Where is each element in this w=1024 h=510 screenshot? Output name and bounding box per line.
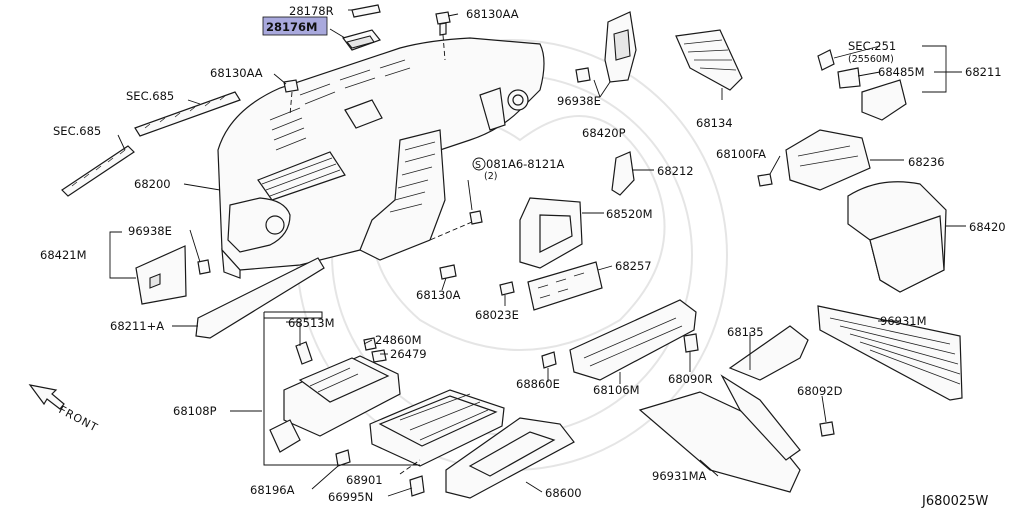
label-96931MA[interactable]: 96931MA: [652, 469, 707, 483]
label-68236[interactable]: 68236: [908, 155, 945, 169]
label-68513M[interactable]: 68513M: [288, 316, 335, 330]
clip-68860E[interactable]: [541, 351, 557, 369]
label-081A6-prefix[interactable]: S: [475, 160, 481, 171]
label-68421M[interactable]: 68421M: [40, 248, 87, 262]
label-96938E-left[interactable]: 96938E: [128, 224, 172, 238]
panel-96931M[interactable]: [817, 305, 963, 401]
label-68100FA[interactable]: 68100FA: [716, 147, 766, 161]
instrument-panel-68200[interactable]: [217, 37, 545, 279]
switch-24860M[interactable]: [363, 337, 377, 351]
label-68420P[interactable]: 68420P: [582, 126, 626, 140]
cover-68211[interactable]: [861, 79, 907, 121]
switch-panel-68257[interactable]: [527, 261, 603, 311]
group-box-68108P: [263, 311, 420, 466]
leader-lines: [109, 9, 966, 497]
glove-box-lid-68600[interactable]: [445, 417, 575, 499]
label-68108P[interactable]: 68108P: [173, 404, 217, 418]
label-96931M[interactable]: 96931M: [880, 314, 927, 328]
label-68485M[interactable]: 68485M: [878, 65, 925, 79]
reinforcement-68106M[interactable]: [569, 299, 697, 381]
label-68134[interactable]: 68134: [696, 116, 733, 130]
label-96938E-top[interactable]: 96938E: [557, 94, 601, 108]
cover-28176M[interactable]: [341, 4, 381, 51]
label-68092D[interactable]: 68092D: [797, 384, 843, 398]
label-68130AA-top[interactable]: 68130AA: [466, 7, 519, 21]
cover-68135[interactable]: [728, 325, 809, 381]
label-25560M[interactable]: (25560M): [848, 54, 894, 65]
label-68090R[interactable]: 68090R: [668, 372, 713, 386]
bolt-68130AA-top[interactable]: [435, 11, 451, 36]
label-68901[interactable]: 68901: [346, 473, 383, 487]
label-28176M[interactable]: 28176M: [266, 20, 317, 34]
defroster-grille-lower[interactable]: [61, 145, 135, 197]
glove-box-inner-68901[interactable]: [369, 389, 505, 467]
clip-68092D[interactable]: [819, 421, 835, 437]
glove-box-68108P[interactable]: [269, 355, 401, 453]
clip-68023E[interactable]: [499, 281, 515, 296]
label-68600[interactable]: 68600: [545, 486, 582, 500]
striker-68513M[interactable]: [295, 341, 313, 365]
bolt-68130AA-left[interactable]: [283, 79, 299, 93]
screw-68100FA[interactable]: [757, 173, 773, 187]
label-SEC251[interactable]: SEC.251: [848, 39, 896, 53]
clip-96938E-top[interactable]: [575, 67, 591, 83]
duct-68134[interactable]: [675, 29, 743, 91]
label-68135[interactable]: 68135: [727, 325, 764, 339]
label-66995N[interactable]: 66995N: [328, 490, 373, 504]
label-68023E[interactable]: 68023E: [475, 308, 519, 322]
label-68257[interactable]: 68257: [615, 259, 652, 273]
bolt-68130A[interactable]: [439, 264, 457, 280]
bezel-68520M[interactable]: [519, 197, 583, 269]
label-SEC685-b[interactable]: SEC.685: [53, 124, 101, 138]
screw-081A6[interactable]: [469, 210, 483, 225]
sec-251-switch[interactable]: [817, 49, 861, 89]
label-68130A[interactable]: 68130A: [416, 288, 461, 302]
prefix-circle-S: [472, 157, 486, 171]
diagram-id: J680025W: [921, 494, 988, 509]
clip-68090R[interactable]: [683, 333, 699, 353]
label-28178R[interactable]: 28178R: [289, 4, 334, 18]
label-24860M[interactable]: 24860M: [375, 333, 422, 347]
label-68520M[interactable]: 68520M: [606, 207, 653, 221]
label-68420[interactable]: 68420: [969, 220, 1006, 234]
part-labels: 28178R 28176M 68130AA 68130AA SEC.685 SE…: [40, 4, 1006, 504]
label-26479[interactable]: 26479: [390, 347, 427, 361]
clip-96938E-left[interactable]: [197, 259, 211, 275]
front-label: FRONT: [57, 403, 101, 434]
label-68106M[interactable]: 68106M: [593, 383, 640, 397]
console-68420[interactable]: [847, 181, 947, 293]
trim-68420P[interactable]: [604, 11, 637, 83]
label-68211A[interactable]: 68211+A: [110, 319, 164, 333]
label-68860E[interactable]: 68860E: [516, 377, 560, 391]
lower-cover-68211A[interactable]: [195, 257, 325, 339]
label-68212[interactable]: 68212: [657, 164, 694, 178]
highlight-28176M: [262, 16, 328, 36]
clip-66995N[interactable]: [409, 475, 425, 497]
side-cover-68421M[interactable]: [135, 245, 187, 305]
defroster-grille-upper[interactable]: [134, 91, 241, 137]
label-081A6[interactable]: 081A6-8121A: [486, 157, 565, 171]
label-68130AA-left[interactable]: 68130AA: [210, 66, 263, 80]
stopper-68196A[interactable]: [335, 449, 351, 467]
label-68196A[interactable]: 68196A: [250, 483, 295, 497]
label-68200[interactable]: 68200: [134, 177, 171, 191]
lamp-26479[interactable]: [371, 349, 387, 363]
finisher-96931MA[interactable]: [638, 374, 801, 493]
bracket-68212[interactable]: [611, 151, 635, 196]
label-68211[interactable]: 68211: [965, 65, 1002, 79]
label-SEC685-a[interactable]: SEC.685: [126, 89, 174, 103]
front-arrow: [28, 384, 65, 410]
label-081A6-qty[interactable]: (2): [484, 171, 497, 182]
finisher-68236[interactable]: [785, 129, 871, 191]
